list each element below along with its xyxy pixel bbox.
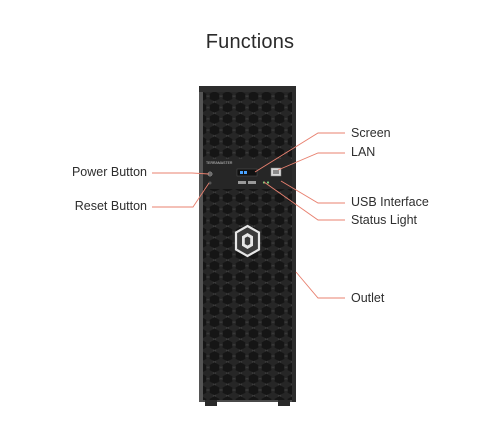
leader-reset-button xyxy=(152,182,210,208)
label-outlet: Outlet xyxy=(351,291,385,305)
leader-usb-interface xyxy=(280,180,345,204)
label-power-button: Power Button xyxy=(71,165,147,179)
server-tower: TERRAMASTER xyxy=(199,86,296,406)
leader-status-light xyxy=(263,181,345,221)
svg-text:TERRAMASTER: TERRAMASTER xyxy=(206,161,233,165)
leader-lan xyxy=(277,152,345,171)
leader-screen xyxy=(254,132,345,173)
leader-lines xyxy=(152,132,345,299)
label-screen: Screen xyxy=(351,126,391,140)
label-status-light: Status Light xyxy=(351,213,418,227)
leader-power-button xyxy=(152,172,210,175)
foot-right xyxy=(278,400,290,406)
label-lan: LAN xyxy=(351,145,376,159)
leader-outlet xyxy=(295,271,345,299)
logo-hexagon xyxy=(234,224,261,258)
foot-left xyxy=(205,400,217,406)
label-usb-interface: USB Interface xyxy=(351,195,429,209)
label-reset-button: Reset Button xyxy=(74,199,147,213)
diagram-title: Functions xyxy=(205,31,295,53)
usb-port-icon xyxy=(238,181,246,184)
reset-button-icon xyxy=(208,181,212,185)
